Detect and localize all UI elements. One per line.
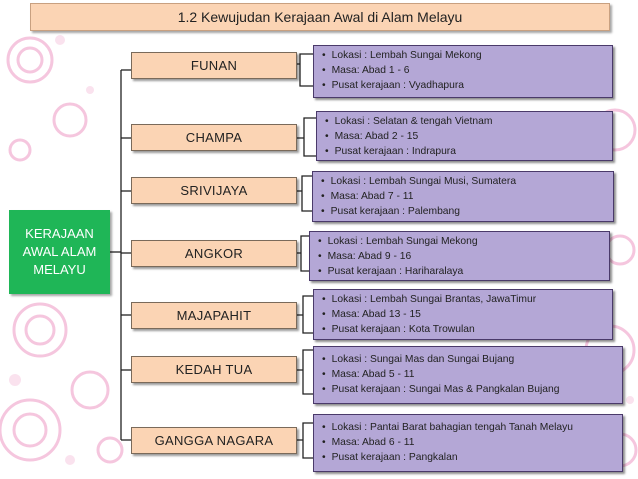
- info-location: Lokasi : Sungai Mas dan Sungai Bujang: [322, 352, 616, 367]
- info-location: Lokasi : Lembah Sungai Mekong: [322, 48, 606, 63]
- kingdom-info-kedah-tua: Lokasi : Sungai Mas dan Sungai Bujang Ma…: [313, 346, 623, 404]
- kingdom-info-majapahit: Lokasi : Lembah Sungai Brantas, JawaTimu…: [313, 289, 613, 340]
- kingdom-info-srivijaya: Lokasi : Lembah Sungai Musi, Sumatera Ma…: [312, 171, 614, 222]
- kingdom-node-funan: FUNAN: [131, 52, 297, 79]
- kingdom-node-angkor: ANGKOR: [131, 240, 297, 267]
- kingdom-info-gangga-nagara: Lokasi : Pantai Barat bahagian tengah Ta…: [313, 414, 623, 472]
- kingdom-node-kedah-tua: KEDAH TUA: [131, 356, 297, 383]
- kingdom-node-srivijaya: SRIVIJAYA: [131, 177, 297, 204]
- kingdom-info-angkor: Lokasi : Lembah Sungai Mekong Masa: Abad…: [309, 231, 610, 281]
- kingdom-info-champa: Lokasi : Selatan & tengah Vietnam Masa: …: [316, 111, 613, 161]
- info-location: Lokasi : Lembah Sungai Mekong: [318, 234, 603, 249]
- info-location: Lokasi : Selatan & tengah Vietnam: [325, 114, 606, 129]
- info-capital: Pusat kerajaan : Indrapura: [325, 144, 606, 159]
- info-period: Masa: Abad 6 - 11: [322, 435, 616, 450]
- info-capital: Pusat kerajaan : Pangkalan: [322, 450, 616, 465]
- info-capital: Pusat kerajaan : Hariharalaya: [318, 264, 603, 279]
- info-period: Masa: Abad 1 - 6: [322, 63, 606, 78]
- info-capital: Pusat kerajaan : Kota Trowulan: [322, 322, 606, 337]
- kingdom-node-champa: CHAMPA: [131, 124, 297, 151]
- page-title: 1.2 Kewujudan Kerajaan Awal di Alam Mela…: [30, 3, 610, 31]
- info-period: Masa: Abad 7 - 11: [321, 189, 607, 204]
- info-location: Lokasi : Pantai Barat bahagian tengah Ta…: [322, 420, 616, 435]
- info-period: Masa: Abad 13 - 15: [322, 307, 606, 322]
- info-capital: Pusat kerajaan : Sungai Mas & Pangkalan …: [322, 382, 616, 397]
- info-capital: Pusat kerajaan : Vyadhapura: [322, 78, 606, 93]
- info-period: Masa: Abad 5 - 11: [322, 367, 616, 382]
- info-period: Masa: Abad 2 - 15: [325, 129, 606, 144]
- kingdom-info-funan: Lokasi : Lembah Sungai Mekong Masa: Abad…: [313, 45, 613, 98]
- info-capital: Pusat kerajaan : Palembang: [321, 204, 607, 219]
- info-location: Lokasi : Lembah Sungai Brantas, JawaTimu…: [322, 292, 606, 307]
- kingdom-node-gangga-nagara: GANGGA NAGARA: [131, 427, 297, 454]
- info-location: Lokasi : Lembah Sungai Musi, Sumatera: [321, 174, 607, 189]
- info-period: Masa: Abad 9 - 16: [318, 249, 603, 264]
- kingdom-node-majapahit: MAJAPAHIT: [131, 302, 297, 329]
- root-node: KERAJAAN AWAL ALAM MELAYU: [9, 210, 110, 294]
